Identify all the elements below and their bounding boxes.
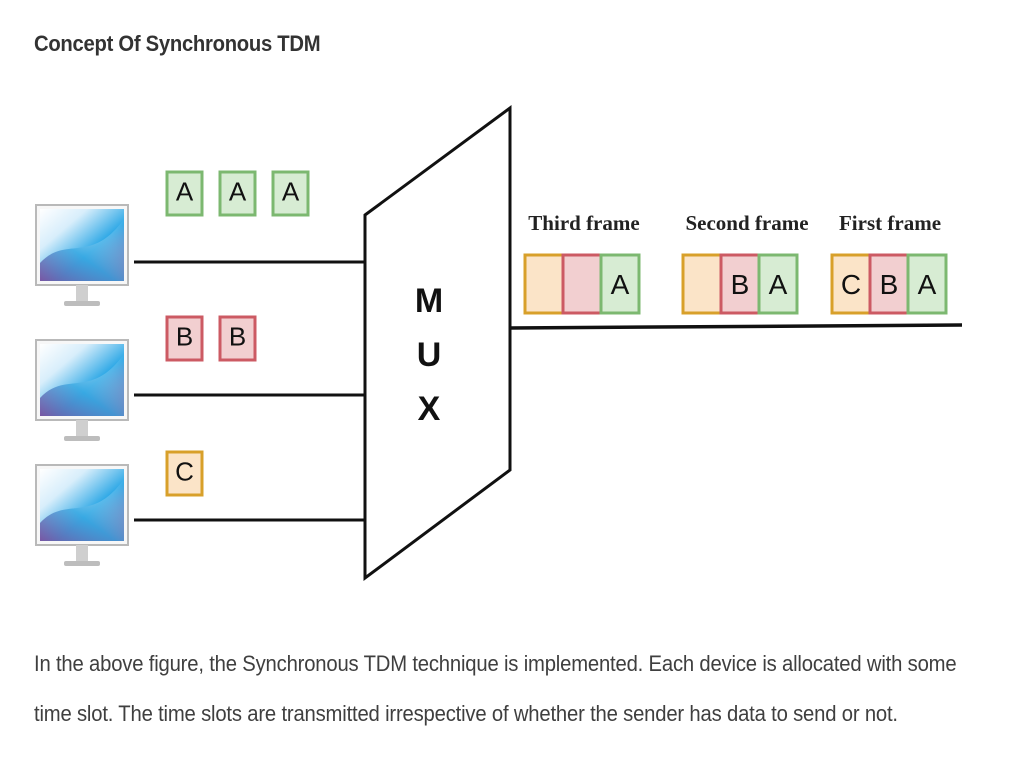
page-title: Concept Of Synchronous TDM: [34, 31, 321, 56]
data-packet: B: [165, 315, 204, 362]
slot-label: C: [841, 269, 861, 300]
frame-label: Second frame: [685, 211, 808, 235]
empty-time-slot: [523, 253, 565, 315]
caption-line-1: In the above figure, the Synchronous TDM…: [34, 651, 957, 676]
time-slot: [757, 253, 799, 315]
packet-box: [218, 315, 257, 362]
computer-icon: [35, 464, 129, 566]
packet-label: B: [176, 322, 193, 352]
monitor-base: [64, 561, 100, 566]
packet-label: C: [175, 457, 194, 487]
output-link: [509, 323, 963, 330]
slot-label: B: [880, 269, 899, 300]
time-slot: [830, 253, 872, 315]
data-packet: A: [271, 170, 310, 217]
mux-shape: [363, 105, 512, 581]
mux-block: MUX: [363, 105, 512, 581]
frame-label: First frame: [839, 211, 941, 235]
input-lines: [134, 260, 365, 522]
caption: In the above figure, the Synchronous TDM…: [34, 639, 957, 739]
slot-label: A: [918, 269, 937, 300]
empty-time-slot: [681, 253, 723, 315]
time-slot: [719, 253, 761, 315]
data-packet: C: [165, 450, 204, 497]
packet-box: [218, 170, 257, 217]
packet-label: A: [229, 177, 247, 207]
computer-icon: [35, 339, 129, 441]
slot-label: A: [769, 269, 788, 300]
output-line: [509, 323, 963, 330]
monitors: [35, 204, 129, 566]
monitor-neck: [76, 545, 88, 561]
device-packets: A A A B B C: [165, 170, 310, 497]
packet-label: A: [282, 177, 300, 207]
data-packet: B: [218, 315, 257, 362]
computer-icon: [35, 204, 129, 306]
packet-label: B: [229, 322, 246, 352]
monitor-base: [64, 436, 100, 441]
data-packet: A: [218, 170, 257, 217]
monitor-wave: [40, 479, 124, 541]
monitor-wave: [40, 354, 124, 416]
packet-label: A: [176, 177, 194, 207]
packet-box: [165, 170, 204, 217]
monitor-neck: [76, 285, 88, 301]
packet-box: [271, 170, 310, 217]
data-packet: A: [165, 170, 204, 217]
caption-line-2: time slot. The time slots are transmitte…: [34, 701, 898, 726]
monitor-wave: [40, 219, 124, 281]
time-slot: [599, 253, 641, 315]
mux-letter: X: [418, 390, 441, 428]
packet-box: [165, 450, 204, 497]
slot-label: B: [731, 269, 750, 300]
packet-box: [165, 315, 204, 362]
time-slot: [906, 253, 948, 315]
mux-letter: M: [415, 282, 443, 320]
frame-label: Third frame: [528, 211, 639, 235]
monitor-neck: [76, 420, 88, 436]
mux-letter: U: [417, 336, 442, 374]
empty-time-slot: [561, 253, 603, 315]
slot-label: A: [611, 269, 630, 300]
monitor-base: [64, 301, 100, 306]
